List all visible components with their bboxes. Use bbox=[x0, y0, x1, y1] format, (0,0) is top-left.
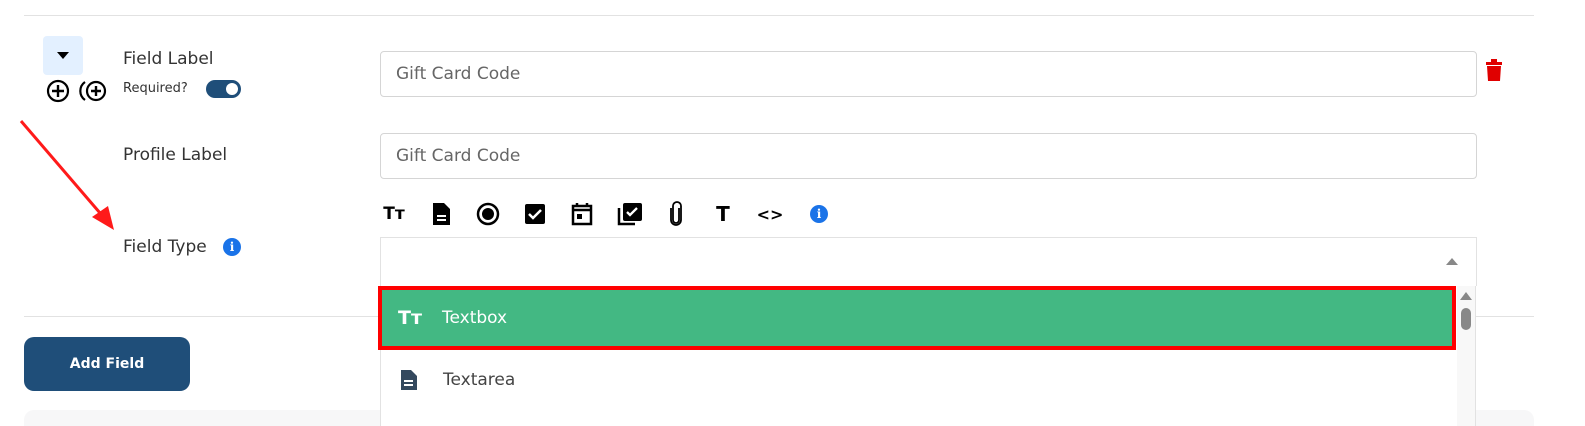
code-icon[interactable]: <> bbox=[756, 204, 784, 224]
option-label: Textbox bbox=[442, 308, 508, 328]
info-icon[interactable]: i bbox=[810, 205, 828, 223]
trash-icon[interactable] bbox=[1485, 58, 1503, 82]
textbox-icon[interactable]: Tт bbox=[383, 204, 405, 224]
textarea-icon[interactable] bbox=[432, 202, 452, 226]
caret-down-icon bbox=[57, 51, 69, 59]
checkbox-icon[interactable] bbox=[524, 203, 546, 225]
red-arrow-annotation bbox=[19, 120, 114, 230]
add-circle-icon[interactable] bbox=[46, 79, 70, 103]
multi-checkbox-icon[interactable] bbox=[617, 202, 643, 226]
scrollbar-thumb[interactable] bbox=[1461, 308, 1471, 330]
scrollbar[interactable] bbox=[1457, 286, 1475, 426]
required-label: Required? bbox=[123, 81, 188, 96]
profile-label-input[interactable]: Gift Card Code bbox=[380, 133, 1477, 179]
divider bbox=[24, 15, 1534, 16]
radio-icon[interactable] bbox=[476, 202, 500, 226]
option-label: Textarea bbox=[443, 370, 516, 390]
field-type-select[interactable] bbox=[380, 237, 1477, 286]
option-textbox[interactable]: Tт Textbox bbox=[378, 286, 1456, 350]
textbox-icon: Tт bbox=[398, 307, 422, 329]
caret-up-icon bbox=[1446, 258, 1458, 265]
field-label-input[interactable]: Gift Card Code bbox=[380, 51, 1477, 97]
textarea-icon bbox=[401, 370, 417, 390]
field-label-heading: Field Label bbox=[123, 49, 214, 69]
profile-label-heading: Profile Label bbox=[123, 145, 228, 165]
date-icon[interactable] bbox=[571, 202, 593, 226]
text-icon[interactable]: T bbox=[716, 202, 730, 226]
required-toggle[interactable] bbox=[206, 80, 241, 98]
add-circle-nested-icon[interactable] bbox=[78, 79, 108, 103]
field-type-info-icon[interactable]: i bbox=[223, 238, 241, 256]
attachment-icon[interactable] bbox=[668, 201, 684, 227]
scroll-up-icon[interactable] bbox=[1460, 292, 1472, 300]
add-field-button[interactable]: Add Field bbox=[24, 337, 190, 391]
option-textarea[interactable]: Textarea bbox=[380, 349, 1456, 411]
field-type-heading: Field Type bbox=[123, 237, 207, 257]
collapse-toggle-button[interactable] bbox=[43, 36, 83, 75]
